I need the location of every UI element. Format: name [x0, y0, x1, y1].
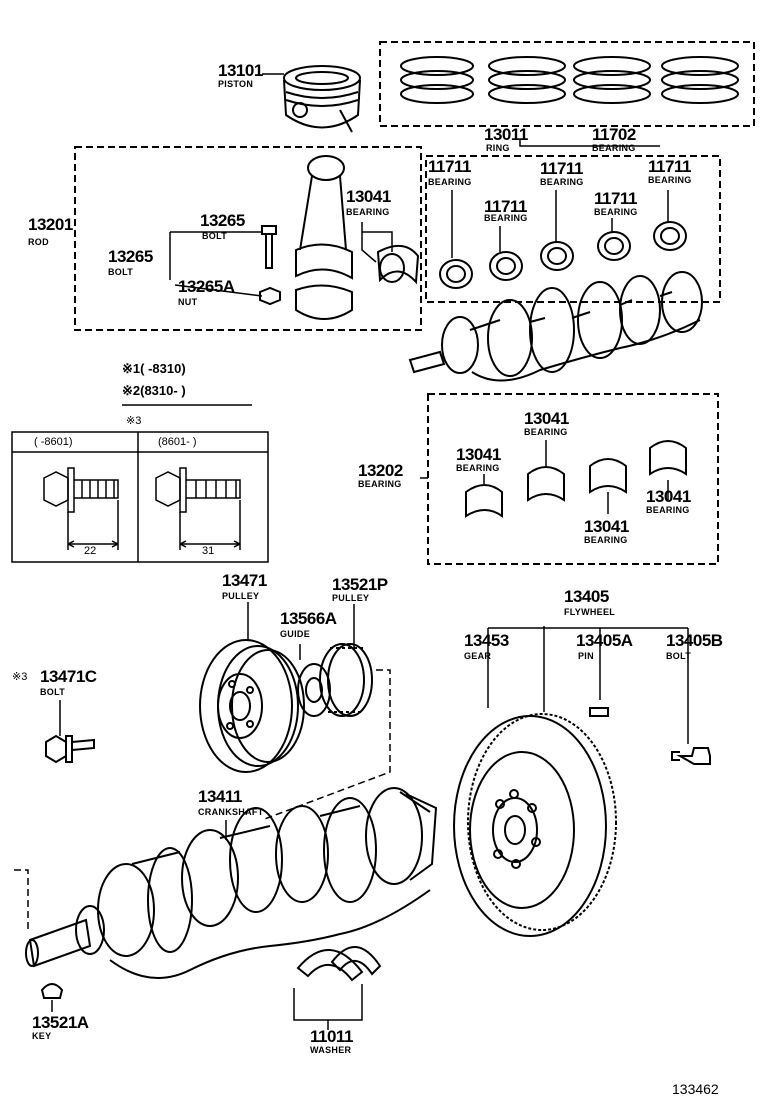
main-bearing-4-name: BEARING — [594, 207, 638, 217]
pulley-bolt-mark: ※3 — [12, 671, 28, 683]
timing-pulley-drawing — [319, 643, 373, 717]
pulley-bolt-number: 13471C — [40, 667, 97, 686]
rb-3-number: 13041 — [646, 487, 691, 506]
flywheel-bolt-name: BOLT — [666, 651, 692, 661]
rod-bolt-drawing — [261, 225, 277, 269]
washer-number: 11011 — [310, 1027, 353, 1046]
main-bearing-set-number: 11702 — [592, 125, 636, 144]
flywheel-pin-drawing — [589, 707, 609, 717]
piston-drawing — [283, 65, 361, 133]
main-bearing-5-number: 11711 — [648, 157, 691, 176]
main-bearing-set-name: BEARING — [592, 143, 636, 153]
main-bearing-3-name: BEARING — [540, 177, 584, 187]
rod-nut-name: NUT — [178, 297, 198, 307]
ring-name: RING — [486, 143, 510, 153]
pulley-number: 13471 — [222, 571, 267, 590]
table-col2-dim: 31 — [202, 545, 215, 557]
crankshaft-upper-drawing — [408, 271, 703, 382]
key-number: 13521A — [32, 1013, 89, 1032]
main-bearing-4-number: 11711 — [594, 189, 637, 208]
rb-4-number: 13041 — [584, 517, 629, 536]
diagram-reference-number: 133462 — [672, 1081, 719, 1097]
gear-number: 13453 — [464, 631, 509, 650]
main-bearing-1-name: BEARING — [428, 177, 472, 187]
rod-nut-number: 13265A — [178, 277, 235, 296]
bolt-spec-table — [11, 431, 269, 563]
flywheel-name: FLYWHEEL — [564, 607, 616, 617]
pulley-p-number: 13521P — [332, 575, 388, 594]
flywheel-bolt-number: 13405B — [666, 631, 723, 650]
flywheel-bolt-drawing — [671, 747, 711, 765]
key-name: KEY — [32, 1031, 52, 1041]
rod-bolt-a-number: 13265 — [200, 211, 245, 230]
pulley-name: PULLEY — [222, 591, 260, 601]
flywheel-number: 13405 — [564, 587, 609, 606]
rod-bearing-drawing — [376, 245, 420, 285]
rod-number: 13201 — [28, 215, 73, 234]
piston-name: PISTON — [218, 79, 254, 89]
rb-2-name: BEARING — [456, 463, 500, 473]
main-bearings-drawing — [439, 221, 687, 289]
connecting-rod-drawing — [295, 155, 353, 320]
thrust-washer-drawing — [296, 945, 382, 982]
pin-number: 13405A — [576, 631, 633, 650]
pin-name: PIN — [578, 651, 594, 661]
guide-number: 13566A — [280, 609, 337, 628]
rod-bearings-drawing — [465, 440, 687, 518]
main-bearing-2-number: 11711 — [484, 197, 527, 216]
main-bearing-group-box — [425, 155, 721, 303]
rod-group-box — [74, 146, 422, 331]
rb-1-name: BEARING — [524, 427, 568, 437]
rod-bearing-set-number: 13202 — [358, 461, 403, 480]
table-col2-header: (8601- ) — [158, 436, 197, 448]
guide-name: GUIDE — [280, 629, 311, 639]
rod-name: ROD — [28, 237, 49, 247]
note-3: ※3 — [126, 415, 142, 427]
crank-pulley-drawing — [199, 639, 305, 773]
rod-bolt-b-name: BOLT — [108, 267, 134, 277]
main-bearing-2-name: BEARING — [484, 213, 528, 223]
rod-nut-drawing — [259, 286, 281, 306]
ring-number: 13011 — [484, 125, 528, 144]
rod-bolt-b-number: 13265 — [108, 247, 153, 266]
rod-bearing-set-name: BEARING — [358, 479, 402, 489]
piston-number: 13101 — [218, 61, 263, 80]
rod-bearing-number: 13041 — [346, 187, 391, 206]
flywheel-drawing — [453, 713, 617, 937]
rings-group-box — [379, 41, 755, 127]
pulley-bolt-drawing — [45, 734, 95, 764]
pulley-p-name: PULLEY — [332, 593, 370, 603]
rod-bearing-name: BEARING — [346, 207, 390, 217]
gear-name: GEAR — [464, 651, 492, 661]
main-bearing-3-number: 11711 — [540, 159, 583, 178]
rb-1-number: 13041 — [524, 409, 569, 428]
pulley-bolt-name: BOLT — [40, 687, 66, 697]
table-col1-dim: 22 — [84, 545, 97, 557]
main-bearing-5-name: BEARING — [648, 175, 692, 185]
note-1: ※1( -8310) — [122, 361, 186, 376]
guide-drawing — [297, 663, 331, 717]
note-2: ※2(8310- ) — [122, 383, 186, 398]
rod-bolt-a-name: BOLT — [202, 231, 228, 241]
washer-name: WASHER — [310, 1045, 352, 1055]
rb-3-name: BEARING — [646, 505, 690, 515]
main-bearing-1-number: 11711 — [428, 157, 471, 176]
crankshaft-number: 13411 — [198, 787, 242, 806]
crankshaft-drawing — [25, 787, 438, 979]
crankshaft-name: CRANKSHAFT — [198, 807, 264, 817]
table-col1-header: ( -8601) — [34, 436, 73, 448]
piston-rings-drawing — [400, 56, 739, 104]
rb-2-number: 13041 — [456, 445, 501, 464]
rb-4-name: BEARING — [584, 535, 628, 545]
rod-bearing-group-box — [427, 393, 719, 565]
key-drawing — [40, 983, 64, 999]
